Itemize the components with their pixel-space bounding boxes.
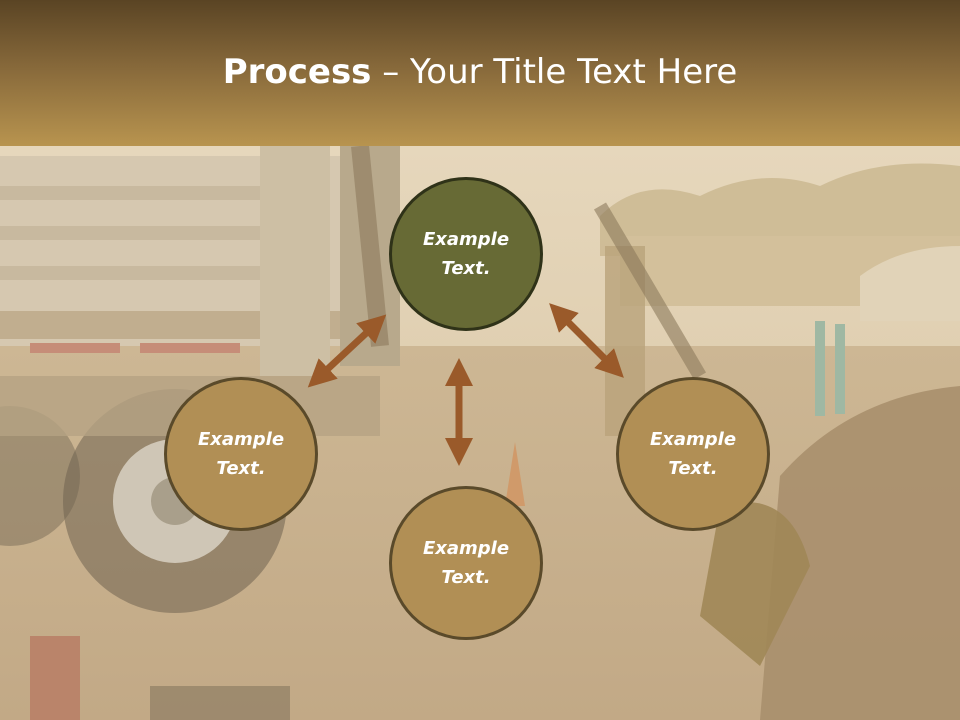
title-rest: – Your Title Text Here bbox=[371, 52, 738, 92]
header-bar: Process – Your Title Text Here bbox=[0, 0, 960, 146]
node-top-label: Example Text. bbox=[422, 229, 510, 279]
node-bottom: Example Text. bbox=[389, 486, 543, 640]
node-left-label: Example Text. bbox=[197, 429, 285, 479]
title-bold: Process bbox=[222, 52, 372, 92]
node-bottom-label: Example Text. bbox=[422, 538, 510, 588]
slide-title: Process – Your Title Text Here bbox=[0, 52, 960, 92]
node-left: Example Text. bbox=[164, 377, 318, 531]
node-right-label: Example Text. bbox=[649, 429, 737, 479]
node-top: Example Text. bbox=[389, 177, 543, 331]
node-right: Example Text. bbox=[616, 377, 770, 531]
